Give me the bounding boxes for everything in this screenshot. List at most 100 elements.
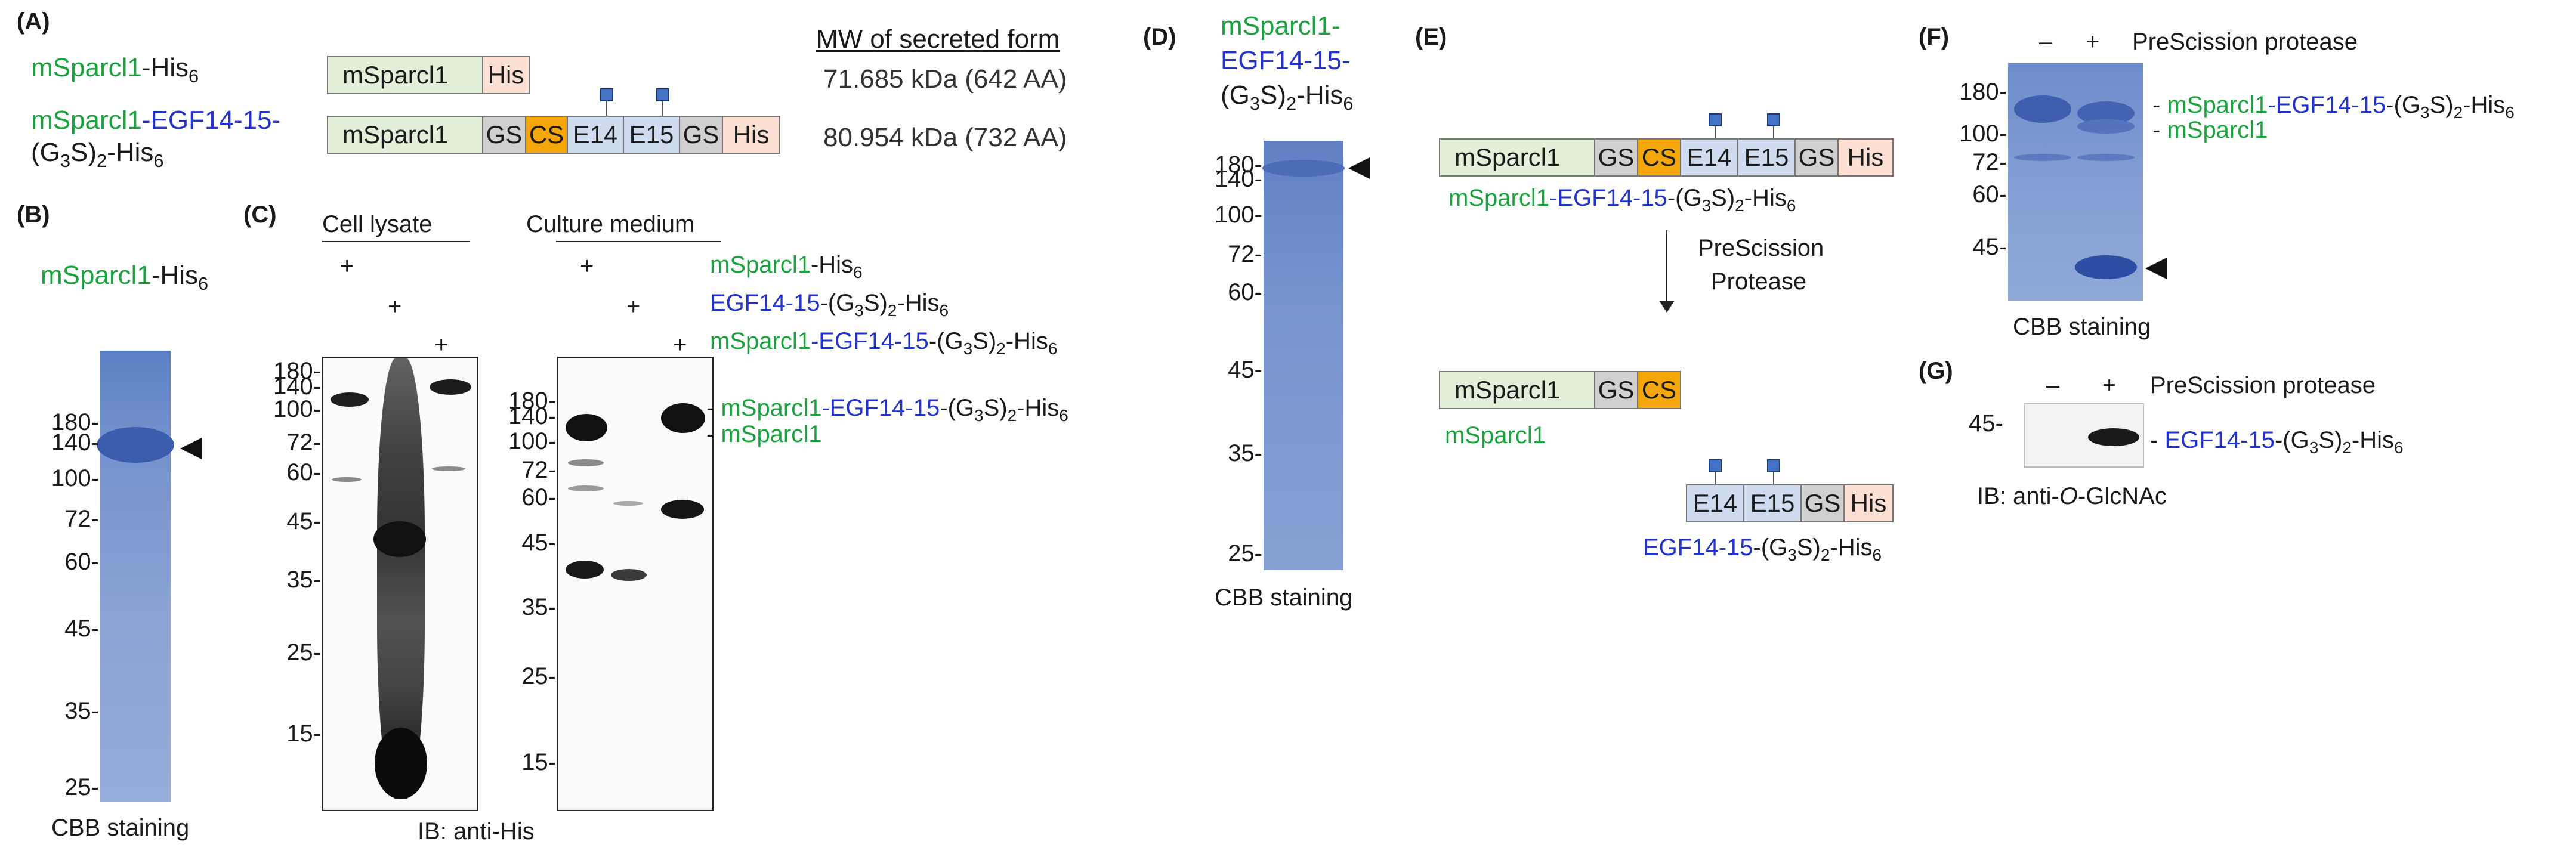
culture-medium-label: Culture medium [526,211,695,237]
caption-f: CBB staining [2013,314,2151,340]
ladder-mark: 72- [286,429,321,456]
e-frag-his: His [1843,484,1894,522]
ladder-mark: 180- [51,409,99,435]
ladder-mark: 100- [273,396,321,422]
domain-msparcl1-a2: mSparcl1 [327,116,483,154]
plus-c3: + [434,332,449,358]
ladder-mark: 45- [1228,357,1262,383]
ladder-mark: 180- [1214,151,1262,178]
glycan-icon [1767,113,1780,126]
panel-label-g: (G) [1919,358,1953,384]
plus-c1: + [340,253,354,279]
plus-c4: + [580,253,594,279]
band-label-c1: - mSparcl1-EGF14-15-(G3S)2-His6 [706,395,1068,425]
f-plus: + [2086,29,2100,55]
f-band-label2: - mSparcl1 [2152,117,2268,143]
ladder-mark: 72- [1228,241,1262,267]
e-domain-msparcl1: mSparcl1 [1439,138,1595,177]
gel-f-band3 [2075,255,2137,279]
e-cleaved-msparcl1: mSparcl1 [1439,371,1595,409]
blot-g [2024,403,2144,468]
domain-gs2-a2: GS [679,116,723,154]
ladder-mark: 60- [1972,181,2007,208]
panel-label-d: (D) [1143,24,1176,50]
ladder-mark: 180- [1959,79,2007,105]
construct1-name-rest: -His [141,53,189,82]
ladder-mark: 140- [1214,166,1262,192]
ladder-mark: 140- [273,373,321,400]
caption-b: CBB staining [51,815,190,841]
panel-label-e: (E) [1415,24,1447,50]
legend-c2: EGF14-15-(G3S)2-His6 [710,290,949,320]
glycan-icon [600,88,613,101]
ladder-mark: 45- [286,508,321,534]
plus-c6: + [673,332,687,358]
e-domain-cs: CS [1637,138,1681,177]
arrowhead-d [1348,157,1370,179]
domain-e14-a2: E14 [567,116,624,154]
ladder-mark: 60- [521,484,556,511]
e-arrow-line1: PreScission [1698,235,1824,261]
ladder-mark: 45- [64,615,99,642]
ladder-mark: 180- [508,388,556,414]
caption-d: CBB staining [1215,584,1353,611]
panel-label-f: (F) [1919,24,1950,50]
domain-gs-a2: GS [482,116,526,154]
panel-label-c: (C) [243,202,277,228]
ladder-mark: 60- [286,459,321,485]
g-band-label: - EGF14-15-(G3S)2-His6 [2150,427,2404,457]
ladder-mark: 35- [521,594,556,620]
ladder-mark: 72- [521,457,556,483]
ladder-mark: 100- [1214,202,1262,228]
g-minus: – [2046,372,2060,398]
g-ladder: 45- [1969,410,2003,437]
ladder-mark: 35- [1228,440,1262,466]
g-protease: PreScission protease [2150,372,2376,398]
e-domain-gs: GS [1594,138,1638,177]
ladder-mark: 25- [521,663,556,689]
glycan-icon [1767,459,1780,472]
construct2-name-line2: (G3S)2-His6 [31,138,164,171]
blot-culture-medium [557,357,714,811]
e-frag-gs: GS [1800,484,1845,522]
e-domain-his: His [1837,138,1894,177]
panel-b-label: mSparcl1-His6 [41,261,209,294]
ladder-mark: 72- [1972,149,2007,175]
d-title-2: EGF14-15- [1221,46,1351,75]
construct2-name-line1: mSparcl1-EGF14-15- [31,107,280,134]
glycan-icon [656,88,669,101]
gel-b [100,351,171,802]
ladder-mark: 140- [508,403,556,429]
e-label-mid: mSparcl1 [1445,422,1546,448]
d-title-1: mSparcl1- [1221,11,1340,41]
panel-label-b: (B) [17,202,50,228]
ib-c: IB: anti-His [418,818,535,845]
f-minus: – [2039,29,2053,55]
ladder-mark: 35- [64,698,99,724]
construct1-sub: 6 [189,65,199,86]
mw2: 80.954 kDa (732 AA) [823,123,1067,152]
construct2-blue: -EGF14-15- [141,106,281,135]
f-protease: PreScission protease [2132,29,2358,55]
ladder-mark: 35- [286,567,321,593]
e-domain-gs2: GS [1794,138,1839,177]
g-plus: + [2102,372,2117,398]
domain-his-a2: His [722,116,780,154]
ladder-mark: 25- [64,774,99,800]
legend-c3: mSparcl1-EGF14-15-(G3S)2-His6 [710,328,1058,358]
ib-g: IB: anti-O-GlcNAc [1977,483,2167,509]
e-label-top: mSparcl1-EGF14-15-(G3S)2-His6 [1448,185,1796,215]
e-frag-e15: E15 [1743,484,1802,522]
domain-msparcl1-a1: mSparcl1 [327,56,483,94]
ladder-mark: 25- [286,639,321,666]
blot-cell-lysate [322,357,478,811]
mw-header: MW of secreted form [816,24,1060,54]
glycan-icon [1709,459,1722,472]
gel-d-band [1262,160,1345,177]
construct1-name-green: mSparcl1 [31,53,142,82]
e-domain-e14: E14 [1680,138,1738,177]
gel-f-band1 [2014,95,2071,123]
ladder-mark: 45- [521,530,556,556]
arrowhead-b [180,438,202,459]
panel-label-a: (A) [17,8,50,35]
